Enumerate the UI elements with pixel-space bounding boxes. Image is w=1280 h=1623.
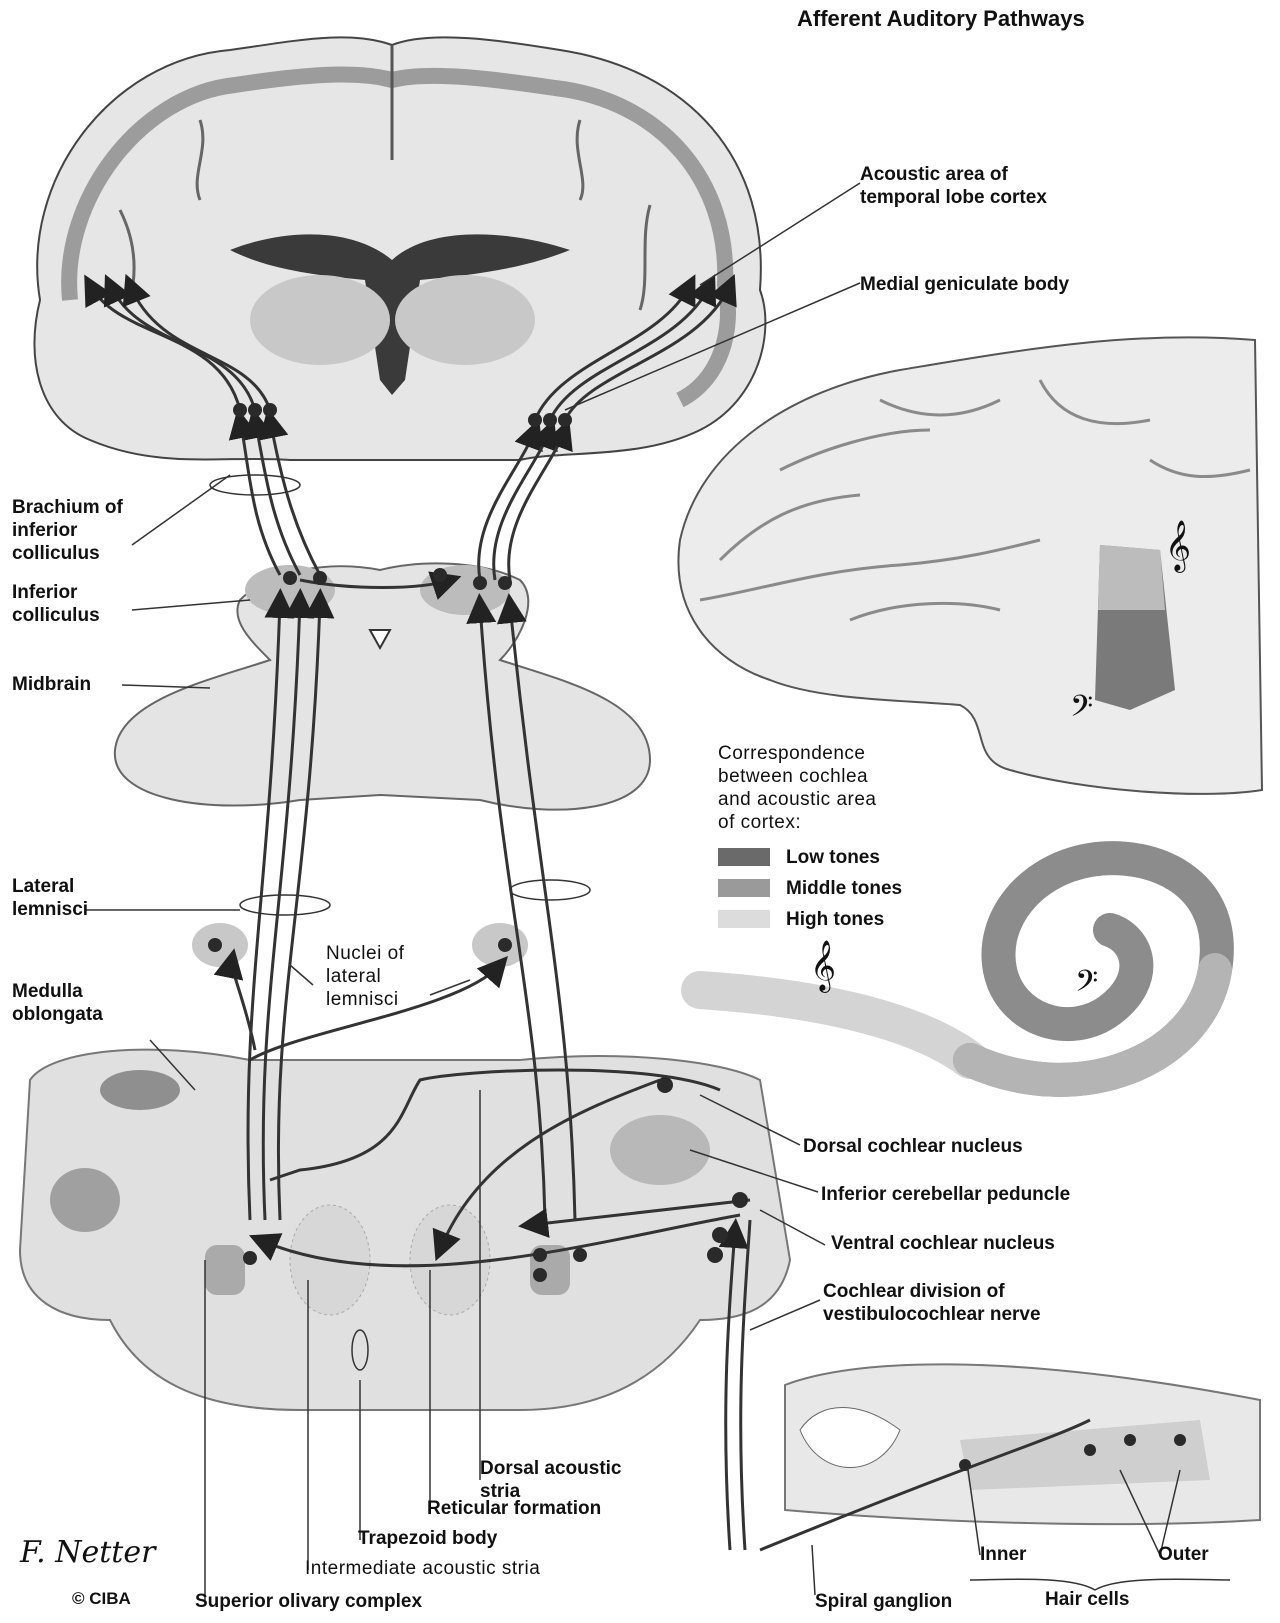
treble-clef-icon: 𝄞 xyxy=(810,940,836,991)
label-cochlear-division: Cochlear division of vestibulocochlear n… xyxy=(823,1280,1041,1326)
legend-heading: Correspondence between cochlea and acous… xyxy=(718,742,877,834)
label-superior-olivary-complex: Superior olivary complex xyxy=(195,1590,422,1613)
label-ventral-cochlear-nucleus: Ventral cochlear nucleus xyxy=(831,1232,1055,1255)
coronal-brain-section xyxy=(34,37,765,460)
legend-swatch-high xyxy=(718,910,770,928)
label-trapezoid-body: Trapezoid body xyxy=(358,1527,497,1550)
legend-label-high: High tones xyxy=(786,908,884,931)
label-lateral-lemnisci: Lateral lemnisci xyxy=(12,875,88,921)
label-intermediate-acoustic-stria: Intermediate acoustic stria xyxy=(305,1557,540,1580)
midbrain-section xyxy=(115,563,650,809)
legend-swatch-low xyxy=(718,848,770,866)
bass-clef-icon: 𝄢 xyxy=(1070,690,1093,732)
diagram-title: Afferent Auditory Pathways xyxy=(797,6,1085,32)
legend-label-low: Low tones xyxy=(786,846,880,869)
label-medial-geniculate-body: Medial geniculate body xyxy=(860,273,1069,296)
label-spiral-ganglion: Spiral ganglion xyxy=(815,1590,952,1613)
artist-signature: F. Netter xyxy=(20,1535,155,1570)
bass-clef-icon: 𝄢 xyxy=(1075,965,1098,1007)
legend-swatch-middle xyxy=(718,879,770,897)
cochlea-spiral xyxy=(700,858,1217,1080)
medulla-section xyxy=(20,1050,790,1410)
label-medulla-oblongata: Medulla oblongata xyxy=(12,980,103,1026)
label-midbrain: Midbrain xyxy=(12,673,91,696)
label-hair-cells: Hair cells xyxy=(1045,1588,1130,1611)
label-dorsal-cochlear-nucleus: Dorsal cochlear nucleus xyxy=(803,1135,1023,1158)
copyright-credit: © CIBA xyxy=(72,1587,131,1610)
label-outer: Outer xyxy=(1158,1543,1209,1566)
label-inferior-cerebellar-peduncle: Inferior cerebellar peduncle xyxy=(821,1183,1070,1206)
label-reticular-formation: Reticular formation xyxy=(427,1497,601,1520)
label-inner: Inner xyxy=(980,1543,1026,1566)
label-nuclei-lateral-lemnisci: Nuclei of lateral lemnisci xyxy=(326,942,404,1011)
label-acoustic-area: Acoustic area of temporal lobe cortex xyxy=(860,163,1047,209)
legend-label-middle: Middle tones xyxy=(786,877,902,900)
label-inferior-colliculus: Inferior colliculus xyxy=(12,581,100,627)
label-brachium-inferior-colliculus: Brachium of inferior colliculus xyxy=(12,496,123,565)
treble-clef-icon: 𝄞 xyxy=(1165,520,1191,571)
organ-of-corti-inset xyxy=(785,1364,1260,1524)
